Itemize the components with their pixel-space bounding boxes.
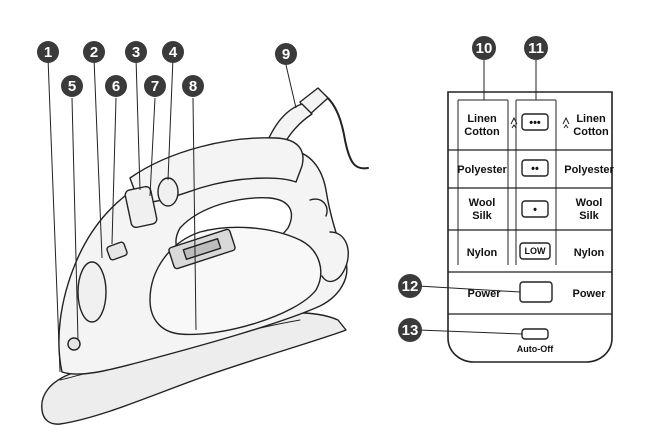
callout-5-label: 5 [68,78,76,95]
nylon-button [519,242,551,260]
left-label-polyester: Polyester [457,164,507,176]
power-button [519,281,553,303]
callout-8: 8 [182,75,204,97]
nylon-button-label: LOW [525,246,546,256]
steam-icon [510,116,570,129]
callout-13: 13 [398,318,422,342]
left-label-wool: Wool [469,197,496,209]
callout-11-label: 11 [528,40,544,57]
panel-outline [447,91,613,363]
heel-rest [321,231,349,283]
burst-button [157,177,179,207]
power-label-right: Power [572,288,606,300]
callout-7: 7 [144,75,166,97]
callout-11: 11 [524,36,548,60]
right-label-silk: Silk [579,210,599,222]
callout-10: 10 [472,36,496,60]
power-label-left: Power [467,288,501,300]
control-panel: Linen Cotton ••• Linen Cotton Polyester … [417,60,614,363]
callout-7-label: 7 [151,78,159,95]
callout-4-label: 4 [169,44,178,61]
auto-off-indicator [521,328,549,340]
callout-4: 4 [162,41,184,63]
right-label-polyester: Polyester [564,164,614,176]
callout-3-label: 3 [132,44,140,61]
callout-10-label: 10 [476,40,493,57]
callout-1-label: 1 [44,44,52,61]
spray-button [124,185,158,229]
right-label-wool: Wool [576,197,603,209]
auto-off-label: Auto-Off [517,344,554,354]
callout-12-label: 12 [402,278,419,295]
left-label-cotton: Cotton [464,126,500,138]
left-label-nylon: Nylon [467,247,498,259]
callout-13-label: 13 [402,322,419,339]
wool-silk-button [521,200,549,218]
callout-3: 3 [125,41,147,63]
iron-leader-lines [47,57,297,373]
right-label-linen: Linen [576,113,606,125]
callout-8-label: 8 [189,78,197,95]
wool-silk-button-label: • [533,204,537,216]
callout-6-label: 6 [112,78,120,95]
callout-5: 5 [61,75,83,97]
linen-cotton-button [521,113,549,131]
spray-nozzle [67,337,81,351]
polyester-button-label: •• [531,163,539,175]
linen-cotton-button-label: ••• [529,117,541,129]
callout-2: 2 [83,41,105,63]
callout-1: 1 [37,41,59,63]
power-cord [317,91,369,170]
left-label-silk: Silk [472,210,492,222]
steam-dial [106,241,128,261]
right-label-cotton: Cotton [573,126,609,138]
callout-9: 9 [275,43,297,65]
right-label-nylon: Nylon [574,247,605,259]
callout-2-label: 2 [90,44,98,61]
callout-6: 6 [105,75,127,97]
callout-9-label: 9 [282,46,290,63]
water-fill-door [77,261,107,323]
left-label-linen: Linen [467,113,497,125]
callout-12: 12 [398,274,422,298]
polyester-button [521,159,549,177]
steam-iron-illustration [41,87,369,425]
